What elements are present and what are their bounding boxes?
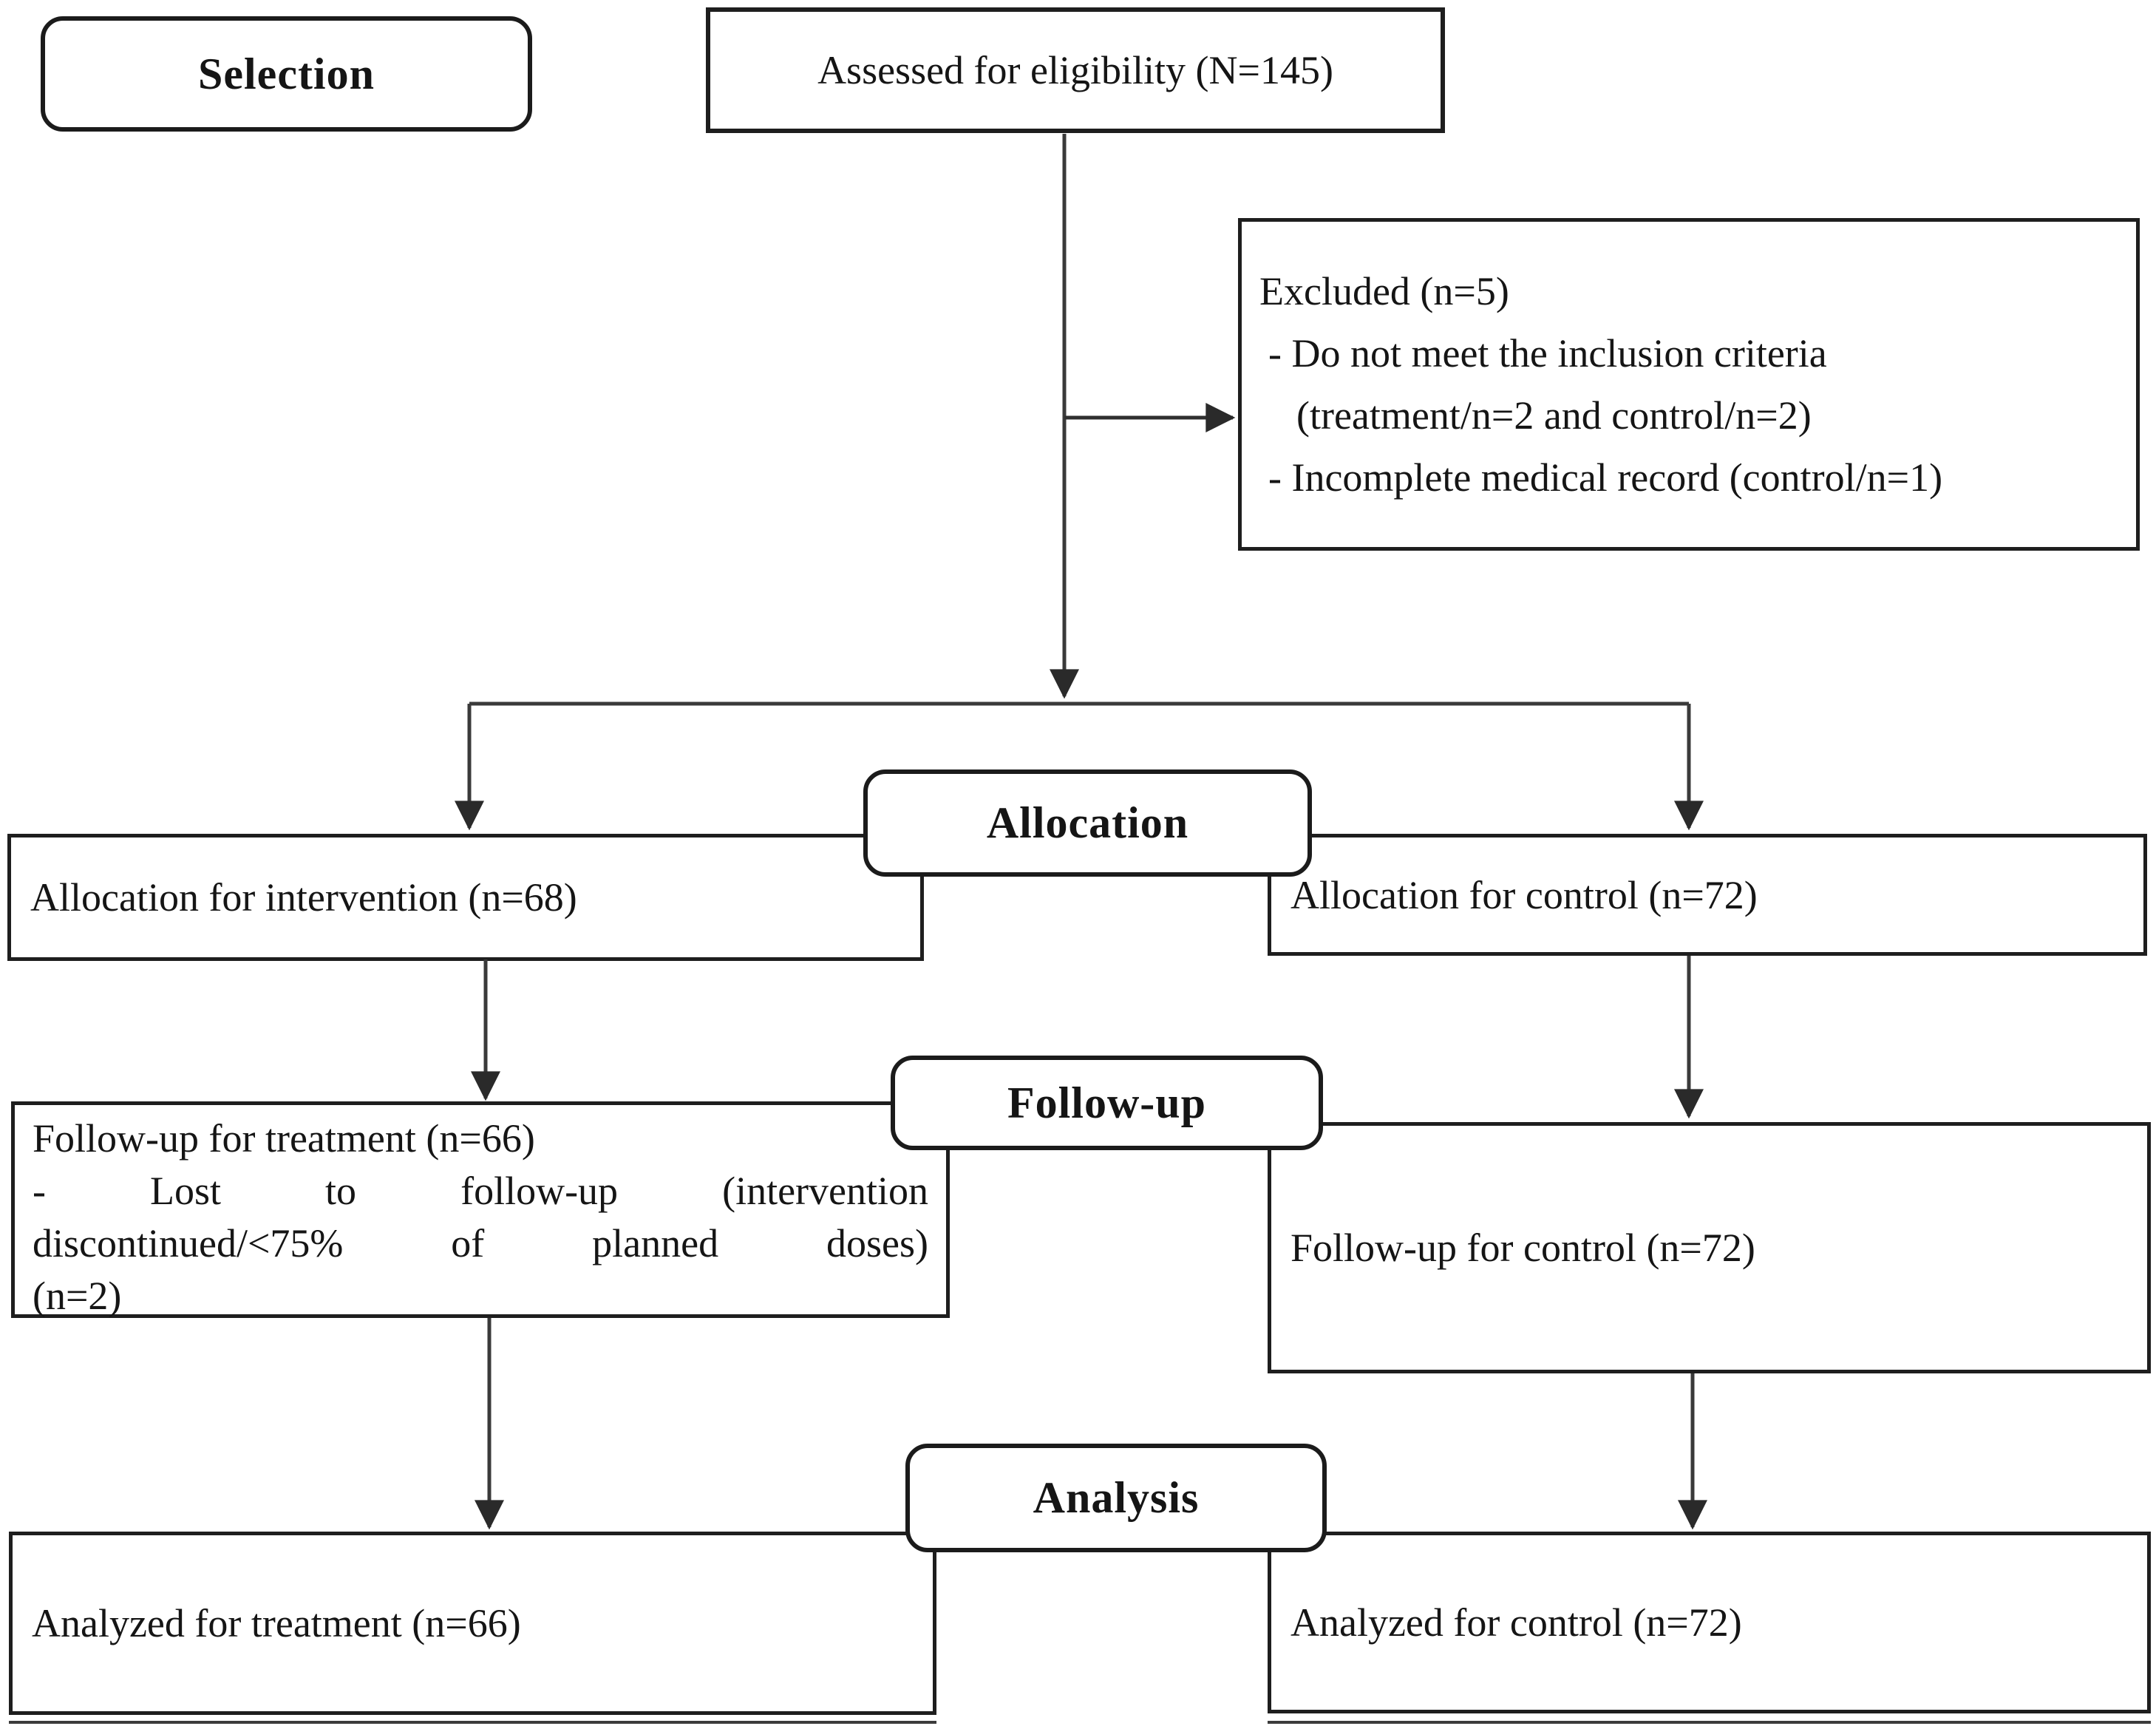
excluded-reason-2: - Incomplete medical record (control/n=1… — [1268, 455, 1943, 500]
assessed-label: Assessed for eligibility (N=145) — [817, 48, 1333, 92]
analyzed-control-label: Analyzed for control (n=72) — [1290, 1600, 1742, 1645]
excluded-title: Excluded (n=5) — [1259, 269, 1509, 313]
followup-treatment-lost-line-2: discontinued/<75% of planned doses) — [33, 1221, 928, 1265]
allocation-stage-label: Allocation — [986, 798, 1189, 847]
analysis-stage-label: Analysis — [1033, 1473, 1200, 1522]
allocation-stage-box: Allocation — [863, 769, 1312, 877]
allocation-intervention-box: Allocation for intervention (n=68) — [7, 834, 924, 961]
allocation-intervention-label: Allocation for intervention (n=68) — [30, 875, 577, 920]
excluded-reason-1-line-1: - Do not meet the inclusion criteria — [1268, 331, 1827, 376]
selection-stage-label: Selection — [198, 49, 375, 98]
selection-stage-box: Selection — [41, 16, 532, 132]
analyzed-control-box: Analyzed for control (n=72) — [1268, 1532, 2151, 1713]
followup-control-label: Follow-up for control (n=72) — [1290, 1226, 1755, 1270]
excluded-reason-1-line-2: (treatment/n=2 and control/n=2) — [1296, 393, 1812, 438]
analyzed-treatment-label: Analyzed for treatment (n=66) — [32, 1601, 521, 1645]
excluded-box: Excluded (n=5) - Do not meet the inclusi… — [1238, 218, 2140, 551]
followup-stage-box: Follow-up — [891, 1056, 1323, 1150]
assessed-box: Assessed for eligibility (N=145) — [706, 7, 1445, 133]
allocation-control-box: Allocation for control (n=72) — [1268, 834, 2147, 956]
bottom-cutoff-line-right — [1268, 1721, 2151, 1724]
followup-treatment-lost-line-1: - Lost to follow-up (intervention — [33, 1169, 928, 1213]
followup-stage-label: Follow-up — [1007, 1078, 1207, 1127]
analysis-stage-box: Analysis — [905, 1444, 1327, 1552]
followup-control-box: Follow-up for control (n=72) — [1268, 1122, 2151, 1373]
bottom-cutoff-line-left — [9, 1721, 936, 1724]
followup-treatment-box: Follow-up for treatment (n=66) - Lost to… — [11, 1101, 950, 1318]
followup-treatment-title: Follow-up for treatment (n=66) — [33, 1116, 535, 1161]
analyzed-treatment-box: Analyzed for treatment (n=66) — [9, 1532, 936, 1715]
allocation-control-label: Allocation for control (n=72) — [1290, 872, 1758, 917]
followup-treatment-lost-line-3: (n=2) — [33, 1274, 122, 1318]
